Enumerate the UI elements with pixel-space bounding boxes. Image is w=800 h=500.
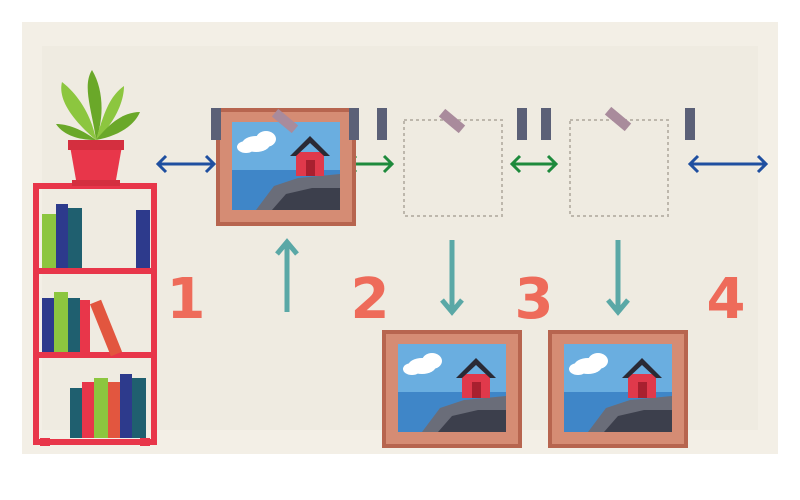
spacing-arrow-right — [687, 154, 769, 174]
painters-tape-icon — [211, 106, 695, 140]
drop-arrow — [440, 240, 464, 316]
lift-arrow — [275, 238, 299, 312]
gap-arrow-2 — [509, 154, 559, 174]
spacing-arrow-left — [155, 154, 217, 174]
potted-plant-icon — [56, 70, 140, 186]
bookshelf-icon — [33, 183, 157, 446]
step-number-3: 3 — [515, 267, 554, 332]
framed-picture-icon — [548, 330, 688, 448]
step-number-2: 2 — [351, 267, 390, 332]
step-number-4: 4 — [707, 267, 746, 332]
framed-picture-icon — [382, 330, 522, 448]
step-number-1: 1 — [167, 267, 206, 332]
drop-arrow — [606, 240, 630, 316]
